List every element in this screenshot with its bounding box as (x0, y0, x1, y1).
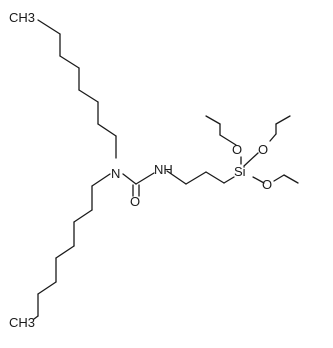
bond (73, 209, 93, 223)
propyl-linker (166, 170, 235, 185)
bond (223, 176, 235, 184)
bond (135, 172, 155, 185)
o-carbonyl-label: O (130, 194, 140, 209)
bond (122, 173, 137, 185)
nh-label: NH (154, 162, 173, 177)
bond (205, 171, 225, 184)
bond (283, 174, 299, 184)
triethoxysilyl-group (205, 115, 299, 184)
o-ethoxy-left-label: O (232, 142, 242, 157)
n-amide-label: N (111, 166, 120, 181)
bond (269, 133, 277, 142)
bond (275, 115, 291, 125)
o-ethoxy-right-label: O (262, 177, 272, 192)
bond (273, 174, 285, 182)
bond (252, 176, 265, 184)
ch3-top-label: CH3 (9, 10, 35, 25)
bond (59, 55, 80, 69)
bond (37, 19, 61, 35)
bond (97, 123, 117, 137)
bond (185, 171, 207, 185)
si-label: Si (234, 164, 246, 179)
bond (78, 89, 99, 103)
bond (166, 170, 187, 185)
bond (33, 315, 39, 320)
bond (205, 115, 221, 125)
bond (219, 134, 237, 146)
lower-octyl-chain (33, 173, 111, 320)
o-ethoxy-mid-label: O (258, 142, 268, 157)
bond (55, 245, 75, 259)
bond (243, 152, 259, 167)
upper-octyl-chain (37, 19, 117, 159)
urea-core (122, 172, 155, 197)
bond (37, 281, 57, 295)
ch3-bottom-label: CH3 (9, 315, 35, 330)
bond (91, 173, 111, 187)
